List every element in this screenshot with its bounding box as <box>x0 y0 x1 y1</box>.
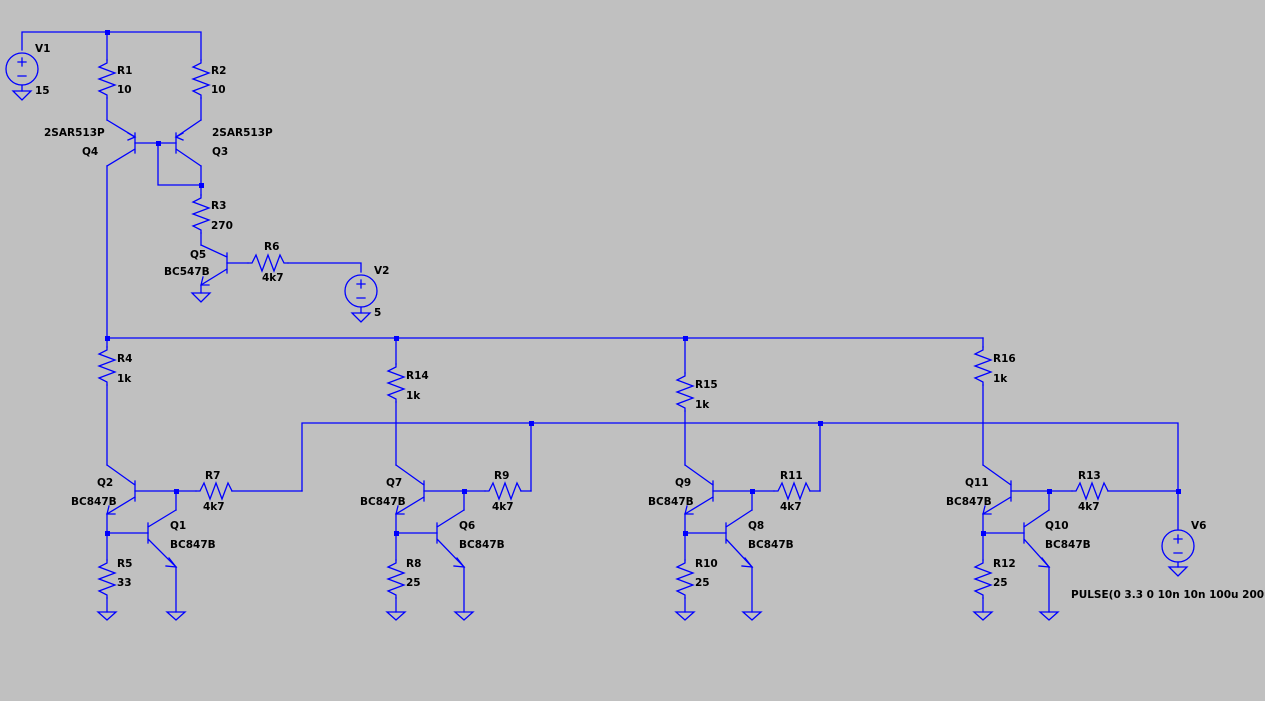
resistor-name: R16 <box>993 353 1016 365</box>
resistor-value: 4k7 <box>492 501 514 513</box>
transistor-name: Q1 <box>170 520 186 532</box>
resistor-r1[interactable]: R1 10 <box>97 59 132 99</box>
source-value: 5 <box>374 307 381 319</box>
resistor-value: 4k7 <box>1078 501 1100 513</box>
transistor-q3[interactable]: 2SAR513P Q3 <box>174 119 273 167</box>
transistor-model: 2SAR513P <box>212 127 273 139</box>
resistor-r7[interactable]: R7 4k7 <box>195 470 233 513</box>
source-name: V2 <box>374 265 389 277</box>
resistor-r6[interactable]: R6 4k7 <box>247 241 289 284</box>
resistor-name: R4 <box>117 353 132 365</box>
transistor-name: Q8 <box>748 520 764 532</box>
resistor-name: R3 <box>211 200 226 212</box>
transistor-name: Q10 <box>1045 520 1069 532</box>
junctions <box>105 30 1181 536</box>
resistor-value: 1k <box>117 373 132 385</box>
transistor-model: BC847B <box>360 496 406 508</box>
transistor-name: Q2 <box>97 477 113 489</box>
ground-symbols <box>11 90 1189 621</box>
source-value: 15 <box>35 85 50 97</box>
resistor-value: 25 <box>695 577 710 589</box>
resistor-value: 4k7 <box>780 501 802 513</box>
resistor-r8[interactable]: R8 25 <box>386 558 421 599</box>
resistor-r12[interactable]: R12 25 <box>973 558 1016 599</box>
transistor-name: Q7 <box>386 477 402 489</box>
resistor-r14[interactable]: R14 1k <box>386 363 429 403</box>
source-value: PULSE(0 3.3 0 10n 10n 100u 200u 20) <box>1071 589 1265 601</box>
resistor-value: 4k7 <box>262 272 284 284</box>
resistor-name: R1 <box>117 65 132 77</box>
resistor-r11[interactable]: R11 4k7 <box>773 470 811 513</box>
transistor-model: BC847B <box>946 496 992 508</box>
transistor-name: Q4 <box>82 146 98 158</box>
resistor-value: 4k7 <box>203 501 225 513</box>
resistor-name: R13 <box>1078 470 1101 482</box>
resistor-name: R2 <box>211 65 226 77</box>
resistor-value: 33 <box>117 577 132 589</box>
transistor-q6[interactable]: Q6 BC847B <box>436 509 505 568</box>
transistor-name: Q9 <box>675 477 691 489</box>
resistor-name: R8 <box>406 558 421 570</box>
transistor-model: BC847B <box>459 539 505 551</box>
transistor-name: Q5 <box>190 249 206 261</box>
resistor-r9[interactable]: R9 4k7 <box>484 470 522 513</box>
resistor-name: R5 <box>117 558 132 570</box>
resistor-value: 25 <box>406 577 421 589</box>
resistor-name: R6 <box>264 241 279 253</box>
resistor-name: R15 <box>695 379 718 391</box>
source-name: V1 <box>35 43 50 55</box>
transistor-q7[interactable]: Q7 BC847B <box>360 464 425 515</box>
transistor-model: BC847B <box>648 496 694 508</box>
transistor-model: 2SAR513P <box>44 127 105 139</box>
transistor-q4[interactable]: 2SAR513P Q4 <box>44 119 137 167</box>
transistor-model: BC847B <box>748 539 794 551</box>
transistor-name: Q6 <box>459 520 475 532</box>
resistor-r5[interactable]: R5 33 <box>97 558 132 599</box>
voltage-source-v2[interactable]: V2 5 <box>344 265 389 319</box>
resistor-r2[interactable]: R2 10 <box>191 59 226 99</box>
resistor-value: 270 <box>211 220 233 232</box>
transistor-name: Q3 <box>212 146 228 158</box>
resistor-r16[interactable]: R16 1k <box>973 346 1016 386</box>
transistor-q5[interactable]: Q5 BC547B <box>164 244 228 294</box>
resistor-name: R10 <box>695 558 718 570</box>
resistor-value: 1k <box>695 399 710 411</box>
transistor-q8[interactable]: Q8 BC847B <box>725 509 794 568</box>
transistor-q2[interactable]: Q2 BC847B <box>71 464 136 515</box>
transistor-model: BC847B <box>71 496 117 508</box>
voltage-source-v1[interactable]: V1 15 <box>5 43 50 97</box>
resistor-r10[interactable]: R10 25 <box>675 558 718 599</box>
resistor-name: R14 <box>406 370 429 382</box>
resistor-value: 25 <box>993 577 1008 589</box>
resistor-r15[interactable]: R15 1k <box>675 372 718 412</box>
wires <box>21 31 1179 613</box>
resistor-name: R12 <box>993 558 1016 570</box>
resistor-value: 10 <box>117 84 132 96</box>
transistor-model: BC547B <box>164 266 210 278</box>
transistor-name: Q11 <box>965 477 989 489</box>
resistor-value: 1k <box>406 390 421 402</box>
voltage-source-v6[interactable]: V6 PULSE(0 3.3 0 10n 10n 100u 200u 20) <box>1071 520 1265 601</box>
resistor-r3[interactable]: R3 270 <box>191 194 233 234</box>
transistor-q11[interactable]: Q11 BC847B <box>946 464 1012 515</box>
resistor-value: 10 <box>211 84 226 96</box>
resistor-r4[interactable]: R4 1k <box>97 346 132 386</box>
transistor-model: BC847B <box>1045 539 1091 551</box>
resistor-name: R9 <box>494 470 509 482</box>
resistor-r13[interactable]: R13 4k7 <box>1071 470 1109 513</box>
transistor-q9[interactable]: Q9 BC847B <box>648 464 714 515</box>
transistor-model: BC847B <box>170 539 216 551</box>
transistor-q10[interactable]: Q10 BC847B <box>1023 509 1091 568</box>
resistor-name: R11 <box>780 470 803 482</box>
source-name: V6 <box>1191 520 1206 532</box>
transistor-q1[interactable]: Q1 BC847B <box>147 509 216 568</box>
resistor-name: R7 <box>205 470 220 482</box>
resistor-value: 1k <box>993 373 1008 385</box>
